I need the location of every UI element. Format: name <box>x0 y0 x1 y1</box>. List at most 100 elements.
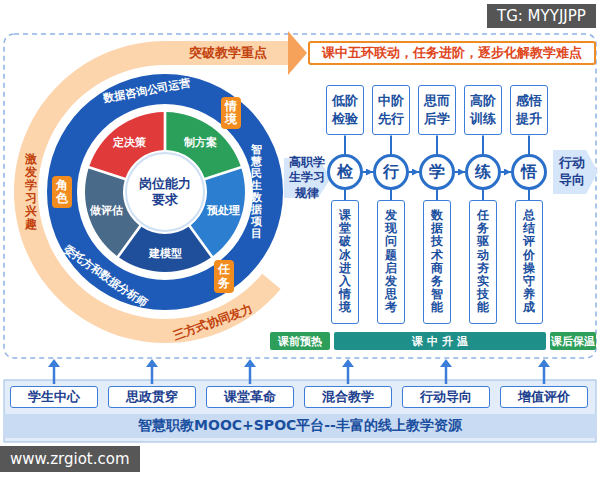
node-text: 做评估 <box>90 203 123 218</box>
stage-circle: 检 <box>327 154 363 190</box>
up-arrow-line <box>347 365 350 384</box>
orange-tag: 任务 <box>214 260 234 292</box>
stage-box: 低阶检验 <box>326 85 364 135</box>
node-text: 思而后学 <box>424 92 450 128</box>
stage-circle: 学 <box>419 154 455 190</box>
node-text: 检 <box>337 162 353 183</box>
side-label: 高职学生学习规律 <box>289 155 325 202</box>
node-text: 思政贯穿 <box>126 388 178 406</box>
phase-bar: 课前预热 <box>270 332 330 350</box>
connector <box>344 135 346 154</box>
connector <box>409 171 419 173</box>
wedge-label: 做评估 <box>90 203 123 218</box>
phase-bar: 课 中 升 温 <box>334 332 546 350</box>
goal-banner: 课中五环联动，任务进阶，逐步化解教学难点 <box>308 41 596 65</box>
up-arrow-line <box>543 365 546 384</box>
node-text: 情境 <box>225 100 237 126</box>
connector <box>390 135 392 154</box>
wedge-label: 制方案 <box>184 135 217 150</box>
connector <box>363 171 373 173</box>
arrow-label: 突破教学重点 <box>189 44 267 62</box>
node-text: 制方案 <box>184 135 217 150</box>
node-text: 建模型 <box>149 246 182 261</box>
stage-box: 中阶先行 <box>372 85 410 135</box>
node-text: 行动导向 <box>420 388 472 406</box>
node-text: 低阶检验 <box>332 92 358 128</box>
orange-band <box>14 41 281 343</box>
up-arrow-line <box>445 365 448 384</box>
up-arrow-head <box>48 359 60 367</box>
activity-box: 任务驱动夯实技能 <box>469 200 497 324</box>
node-text: 学 <box>429 162 445 183</box>
phase-bar: 课后保温 <box>550 332 596 350</box>
node-text: 增值评价 <box>518 388 570 406</box>
principle-box: 增值评价 <box>500 386 588 408</box>
stage-circle: 悟 <box>511 154 547 190</box>
activity-box: 课堂破冰进入情境 <box>331 200 359 324</box>
up-arrow-head <box>440 359 452 367</box>
node-text: 中阶先行 <box>378 92 404 128</box>
blue-ring <box>47 74 283 310</box>
dashed-region <box>4 34 596 358</box>
connector <box>436 135 438 154</box>
connector <box>528 135 530 154</box>
connector <box>436 190 438 200</box>
node-text: 课中五环联动，任务进阶，逐步化解教学难点 <box>322 44 582 62</box>
node-text: 练 <box>475 162 491 183</box>
orange-band <box>165 41 289 65</box>
core-circle: 岗位能力要求 <box>125 152 205 232</box>
activity-box: 发现问题启发思考 <box>377 200 405 324</box>
connector <box>344 190 346 200</box>
node-text: 智慧职教MOOC+SPOC平台--丰富的线上教学资源 <box>138 417 462 435</box>
up-arrow-line <box>151 365 154 384</box>
node-text: 角色 <box>56 179 68 205</box>
wedge-label: 建模型 <box>149 246 182 261</box>
stage-circle: 练 <box>465 154 501 190</box>
node-text: 数据技术商务智能 <box>431 209 443 315</box>
node-text: 课堂破冰进入情境 <box>339 209 351 315</box>
up-arrow-head <box>538 359 550 367</box>
principle-box: 混合教学 <box>304 386 392 408</box>
arrow-label: 激发学习兴趣 <box>25 153 37 232</box>
stage-box: 思而后学 <box>418 85 456 135</box>
node-text: 任务驱动夯实技能 <box>477 209 489 315</box>
node-text: 课后保温 <box>551 334 595 349</box>
activity-box: 数据技术商务智能 <box>423 200 451 324</box>
stage-circle: 行 <box>373 154 409 190</box>
node-text: 岗位能力要求 <box>139 176 191 209</box>
ring-label: 智慧民生数据项目 <box>251 144 262 241</box>
node-text: 混合教学 <box>322 388 374 406</box>
watermark: www.zrgiot.com <box>0 446 140 472</box>
stage-box: 感悟提升 <box>510 85 548 135</box>
watermark: TG: MYYJJPP <box>487 4 596 28</box>
up-arrow-head <box>146 359 158 367</box>
platform-bar: 智慧职教MOOC+SPOC平台--丰富的线上教学资源 <box>4 414 596 438</box>
up-arrow-line <box>53 365 56 384</box>
node-text: 悟 <box>521 162 537 183</box>
stage-box: 高阶训练 <box>464 85 502 135</box>
connector <box>482 135 484 154</box>
principle-box: 思政贯穿 <box>108 386 196 408</box>
support-band <box>4 380 596 442</box>
side-label: 行动导向 <box>559 155 585 189</box>
connector <box>528 190 530 200</box>
orange-tag: 角色 <box>52 176 72 208</box>
node-text: 课 中 升 温 <box>412 334 468 349</box>
up-arrows <box>48 359 550 384</box>
principle-box: 学生中心 <box>10 386 98 408</box>
orange-arrowhead <box>288 31 307 75</box>
node-text: 总结评价操守养成 <box>523 209 535 315</box>
node-text: 课前预热 <box>278 334 322 349</box>
connector <box>482 190 484 200</box>
up-arrow-head <box>342 359 354 367</box>
connector <box>455 171 465 173</box>
wedge-label: 预处理 <box>207 203 240 218</box>
node-text: 发现问题启发思考 <box>385 209 397 315</box>
activity-box: 总结评价操守养成 <box>515 200 543 324</box>
principle-box: 行动导向 <box>402 386 490 408</box>
connector <box>501 171 511 173</box>
node-text: 预处理 <box>207 203 240 218</box>
cycle-rings <box>14 41 283 343</box>
up-arrow-head <box>244 359 256 367</box>
